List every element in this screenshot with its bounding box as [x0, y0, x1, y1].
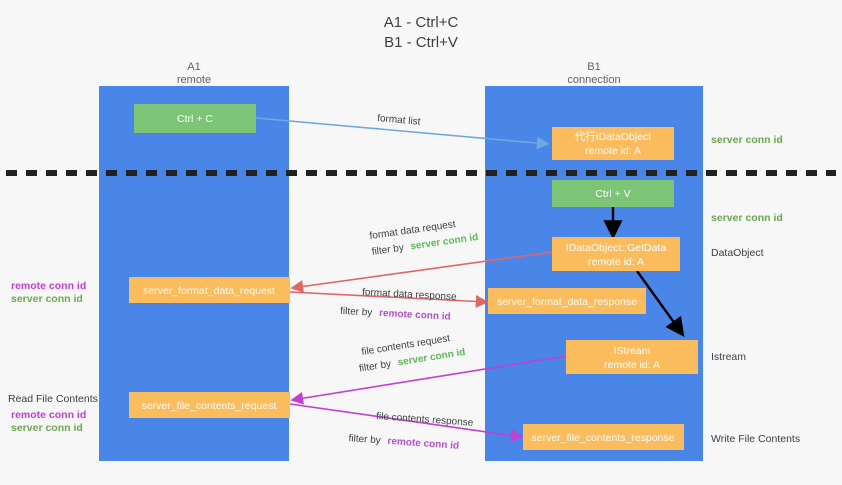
- node-istream-line2: remote id: A: [604, 359, 660, 371]
- node-server-format-data-response-label: server_format_data_response: [497, 296, 637, 308]
- side-label-left2-server-conn: server conn id: [11, 422, 83, 434]
- node-server-format-data-request-label: server_format_data_request: [143, 285, 275, 297]
- edge-label-file-contents-request-group: file contents request filter by server c…: [358, 333, 466, 374]
- node-istream[interactable]: [566, 340, 698, 374]
- node-proxy-idataobject[interactable]: [552, 127, 674, 160]
- page-title-line1: A1 - Ctrl+C: [384, 14, 459, 31]
- page-title-line2: B1 - Ctrl+V: [384, 34, 458, 51]
- side-label-write-file-contents: Write File Contents: [711, 433, 800, 445]
- node-server-file-contents-response-label: server_file_contents_response: [531, 432, 674, 444]
- arrow-getdata-to-istream: [636, 270, 685, 337]
- side-label-left-server-conn: server conn id: [11, 293, 83, 305]
- arrow-file-contents-response: [289, 403, 524, 442]
- arrow-format-data-request: [290, 251, 553, 293]
- node-server-file-contents-request[interactable]: [129, 392, 290, 418]
- lane-header-a1-name: A1: [187, 61, 200, 73]
- edge-label-file-contents-response: file contents response: [376, 411, 474, 429]
- node-getdata-line2: remote id: A: [588, 256, 644, 268]
- edge-label-format-data-response-group: format data response filter by remote co…: [340, 287, 457, 323]
- arrow-format-data-response: [289, 291, 489, 308]
- lane-header-b1-name: B1: [587, 61, 600, 73]
- node-ctrl-v[interactable]: [552, 180, 674, 207]
- node-istream-line1: IStream: [614, 345, 651, 357]
- lane-header-a1-sub: remote: [177, 74, 211, 86]
- arrow-file-contents-request: [290, 355, 567, 405]
- side-label-left2-remote-conn: remote conn id: [11, 409, 86, 421]
- node-server-format-data-request[interactable]: [129, 277, 290, 303]
- node-ctrl-c-label: Ctrl + C: [177, 113, 213, 125]
- node-proxy-idataobject-line2: remote id: A: [585, 145, 641, 157]
- node-server-file-contents-response[interactable]: [523, 424, 684, 450]
- side-label-istream: Istream: [711, 351, 746, 363]
- node-getdata[interactable]: [552, 237, 680, 271]
- node-server-format-data-response[interactable]: [488, 288, 646, 314]
- lane-header-b1-sub: connection: [567, 74, 620, 86]
- side-label-left-remote-conn: remote conn id: [11, 280, 86, 292]
- edge-label-format-data-response: format data response: [362, 287, 457, 303]
- edge-label-file-contents-response-filter: filter by remote conn id: [348, 433, 459, 452]
- edge-label-format-list: format list: [377, 113, 421, 128]
- node-proxy-idataobject-line1: 代行IDataObject: [575, 130, 652, 143]
- side-label-read-file-contents: Read File Contents: [8, 393, 98, 405]
- side-label-right-second-conn: server conn id: [711, 212, 783, 224]
- node-ctrl-v-label: Ctrl + V: [595, 188, 630, 200]
- edge-label-format-data-response-filter: filter by remote conn id: [340, 306, 451, 323]
- side-label-right-top-conn: server conn id: [711, 134, 783, 146]
- node-getdata-line1: IDataObject::GetData: [566, 242, 667, 254]
- arrow-format-list: [255, 117, 550, 150]
- side-label-dataobject: DataObject: [711, 247, 764, 259]
- node-ctrl-c[interactable]: [134, 104, 256, 133]
- edge-label-format-data-request-group: format data request filter by server con…: [369, 219, 479, 258]
- node-server-file-contents-request-label: server_file_contents_request: [142, 400, 277, 412]
